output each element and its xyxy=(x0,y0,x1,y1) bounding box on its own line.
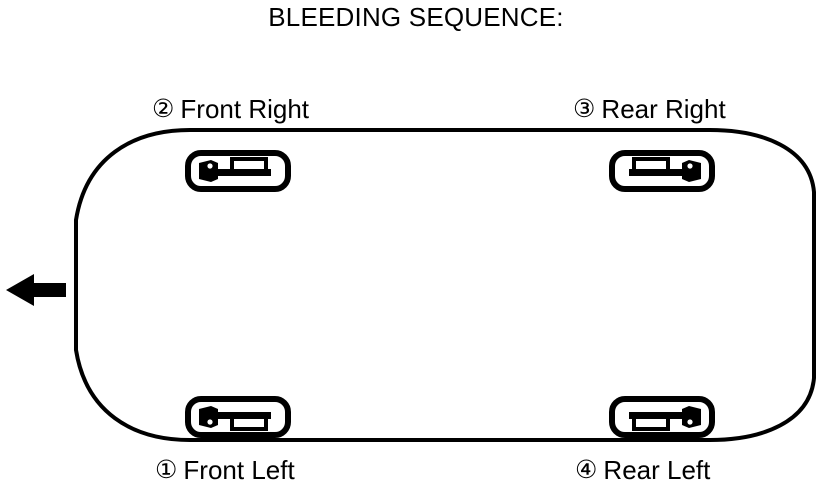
wheel-label-front-right: Front Right xyxy=(180,94,310,124)
label-rear-right: ③ Rear Right xyxy=(573,94,726,124)
wheel-label-rear-right: Rear Right xyxy=(601,94,726,124)
vehicle-body-outline xyxy=(62,126,822,444)
wheel-label-front-left: Front Left xyxy=(183,455,295,485)
wheel-assembly-front-left xyxy=(185,396,291,438)
wheel-assembly-rear-left xyxy=(609,396,715,438)
sequence-number-3: ③ xyxy=(573,95,596,123)
sequence-number-2: ② xyxy=(152,95,175,123)
label-rear-left: ④ Rear Left xyxy=(575,455,710,485)
page-title: BLEEDING SEQUENCE: xyxy=(268,2,564,32)
sequence-number-4: ④ xyxy=(575,456,598,484)
label-front-right: ② Front Right xyxy=(152,94,309,124)
direction-arrow-icon xyxy=(6,272,66,308)
label-front-left: ① Front Left xyxy=(155,455,295,485)
wheel-assembly-front-right xyxy=(185,150,291,192)
wheel-label-rear-left: Rear Left xyxy=(603,455,711,485)
wheel-assembly-rear-right xyxy=(609,150,715,192)
sequence-number-1: ① xyxy=(155,456,178,484)
